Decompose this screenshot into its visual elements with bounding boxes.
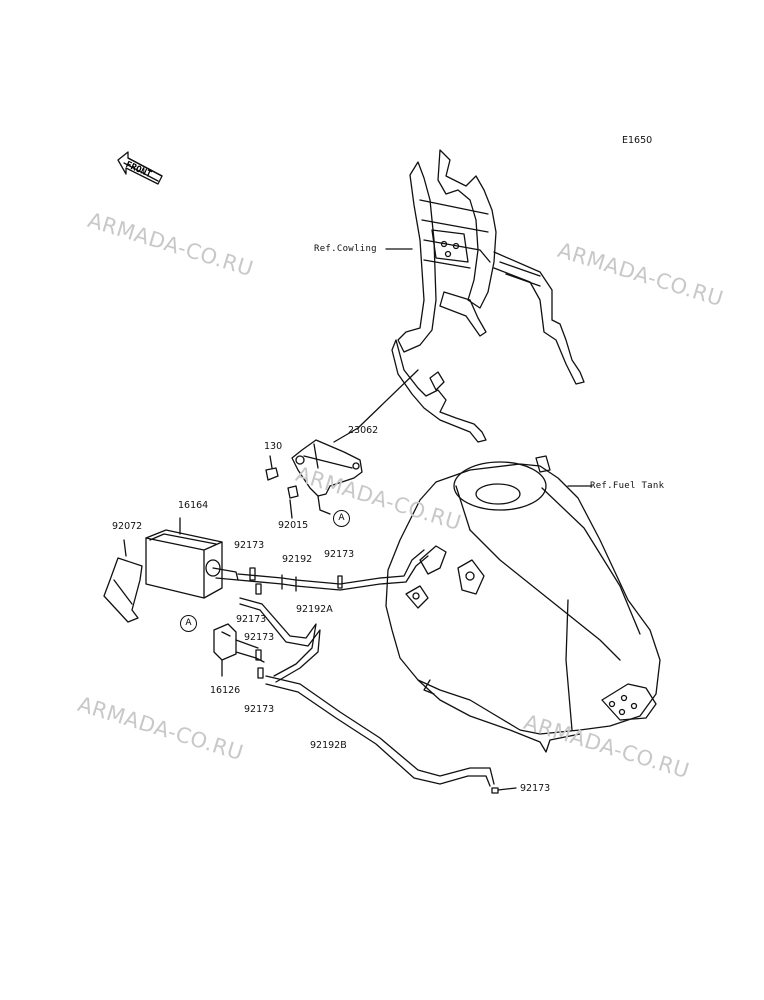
cowling-stay-frame <box>391 149 585 443</box>
part-label[interactable]: 92173 <box>244 704 275 715</box>
hose-92192 <box>237 573 381 592</box>
part-label[interactable]: 92173 <box>236 614 267 625</box>
part-label[interactable]: 16126 <box>210 685 241 696</box>
hose-92192A <box>239 597 321 683</box>
hose-92192B <box>265 675 495 787</box>
ref-cowling: Ref.Cowling <box>314 244 377 254</box>
bracket-23062 <box>291 439 363 515</box>
part-label[interactable]: 16164 <box>178 500 209 511</box>
valve-16126 <box>213 623 265 677</box>
diagram-code: E1650 <box>622 135 653 146</box>
fuel-tank <box>385 455 661 753</box>
ref-fuel-tank: Ref.Fuel Tank <box>590 481 665 491</box>
part-label[interactable]: 23062 <box>348 425 379 436</box>
strap-92072 <box>103 539 143 623</box>
reference-marker-a: A <box>333 510 350 527</box>
part-label[interactable]: 92015 <box>278 520 309 531</box>
part-label[interactable]: 92192B <box>310 740 347 751</box>
part-label[interactable]: 92173 <box>244 632 275 643</box>
bolt-130-icon <box>265 455 279 481</box>
part-label[interactable]: 92192A <box>296 604 333 615</box>
part-label[interactable]: 92173 <box>324 549 355 560</box>
part-label[interactable]: 92072 <box>112 521 143 532</box>
part-label[interactable]: 130 <box>264 441 283 452</box>
canister-16164 <box>145 517 239 599</box>
nut-92015-icon <box>287 485 299 519</box>
front-arrow-icon <box>117 151 163 185</box>
part-label[interactable]: 92173 <box>234 540 265 551</box>
reference-marker-a: A <box>180 615 197 632</box>
part-label[interactable]: 92192 <box>282 554 313 565</box>
clamp-92173-icon <box>249 567 499 794</box>
part-label[interactable]: 92173 <box>520 783 551 794</box>
